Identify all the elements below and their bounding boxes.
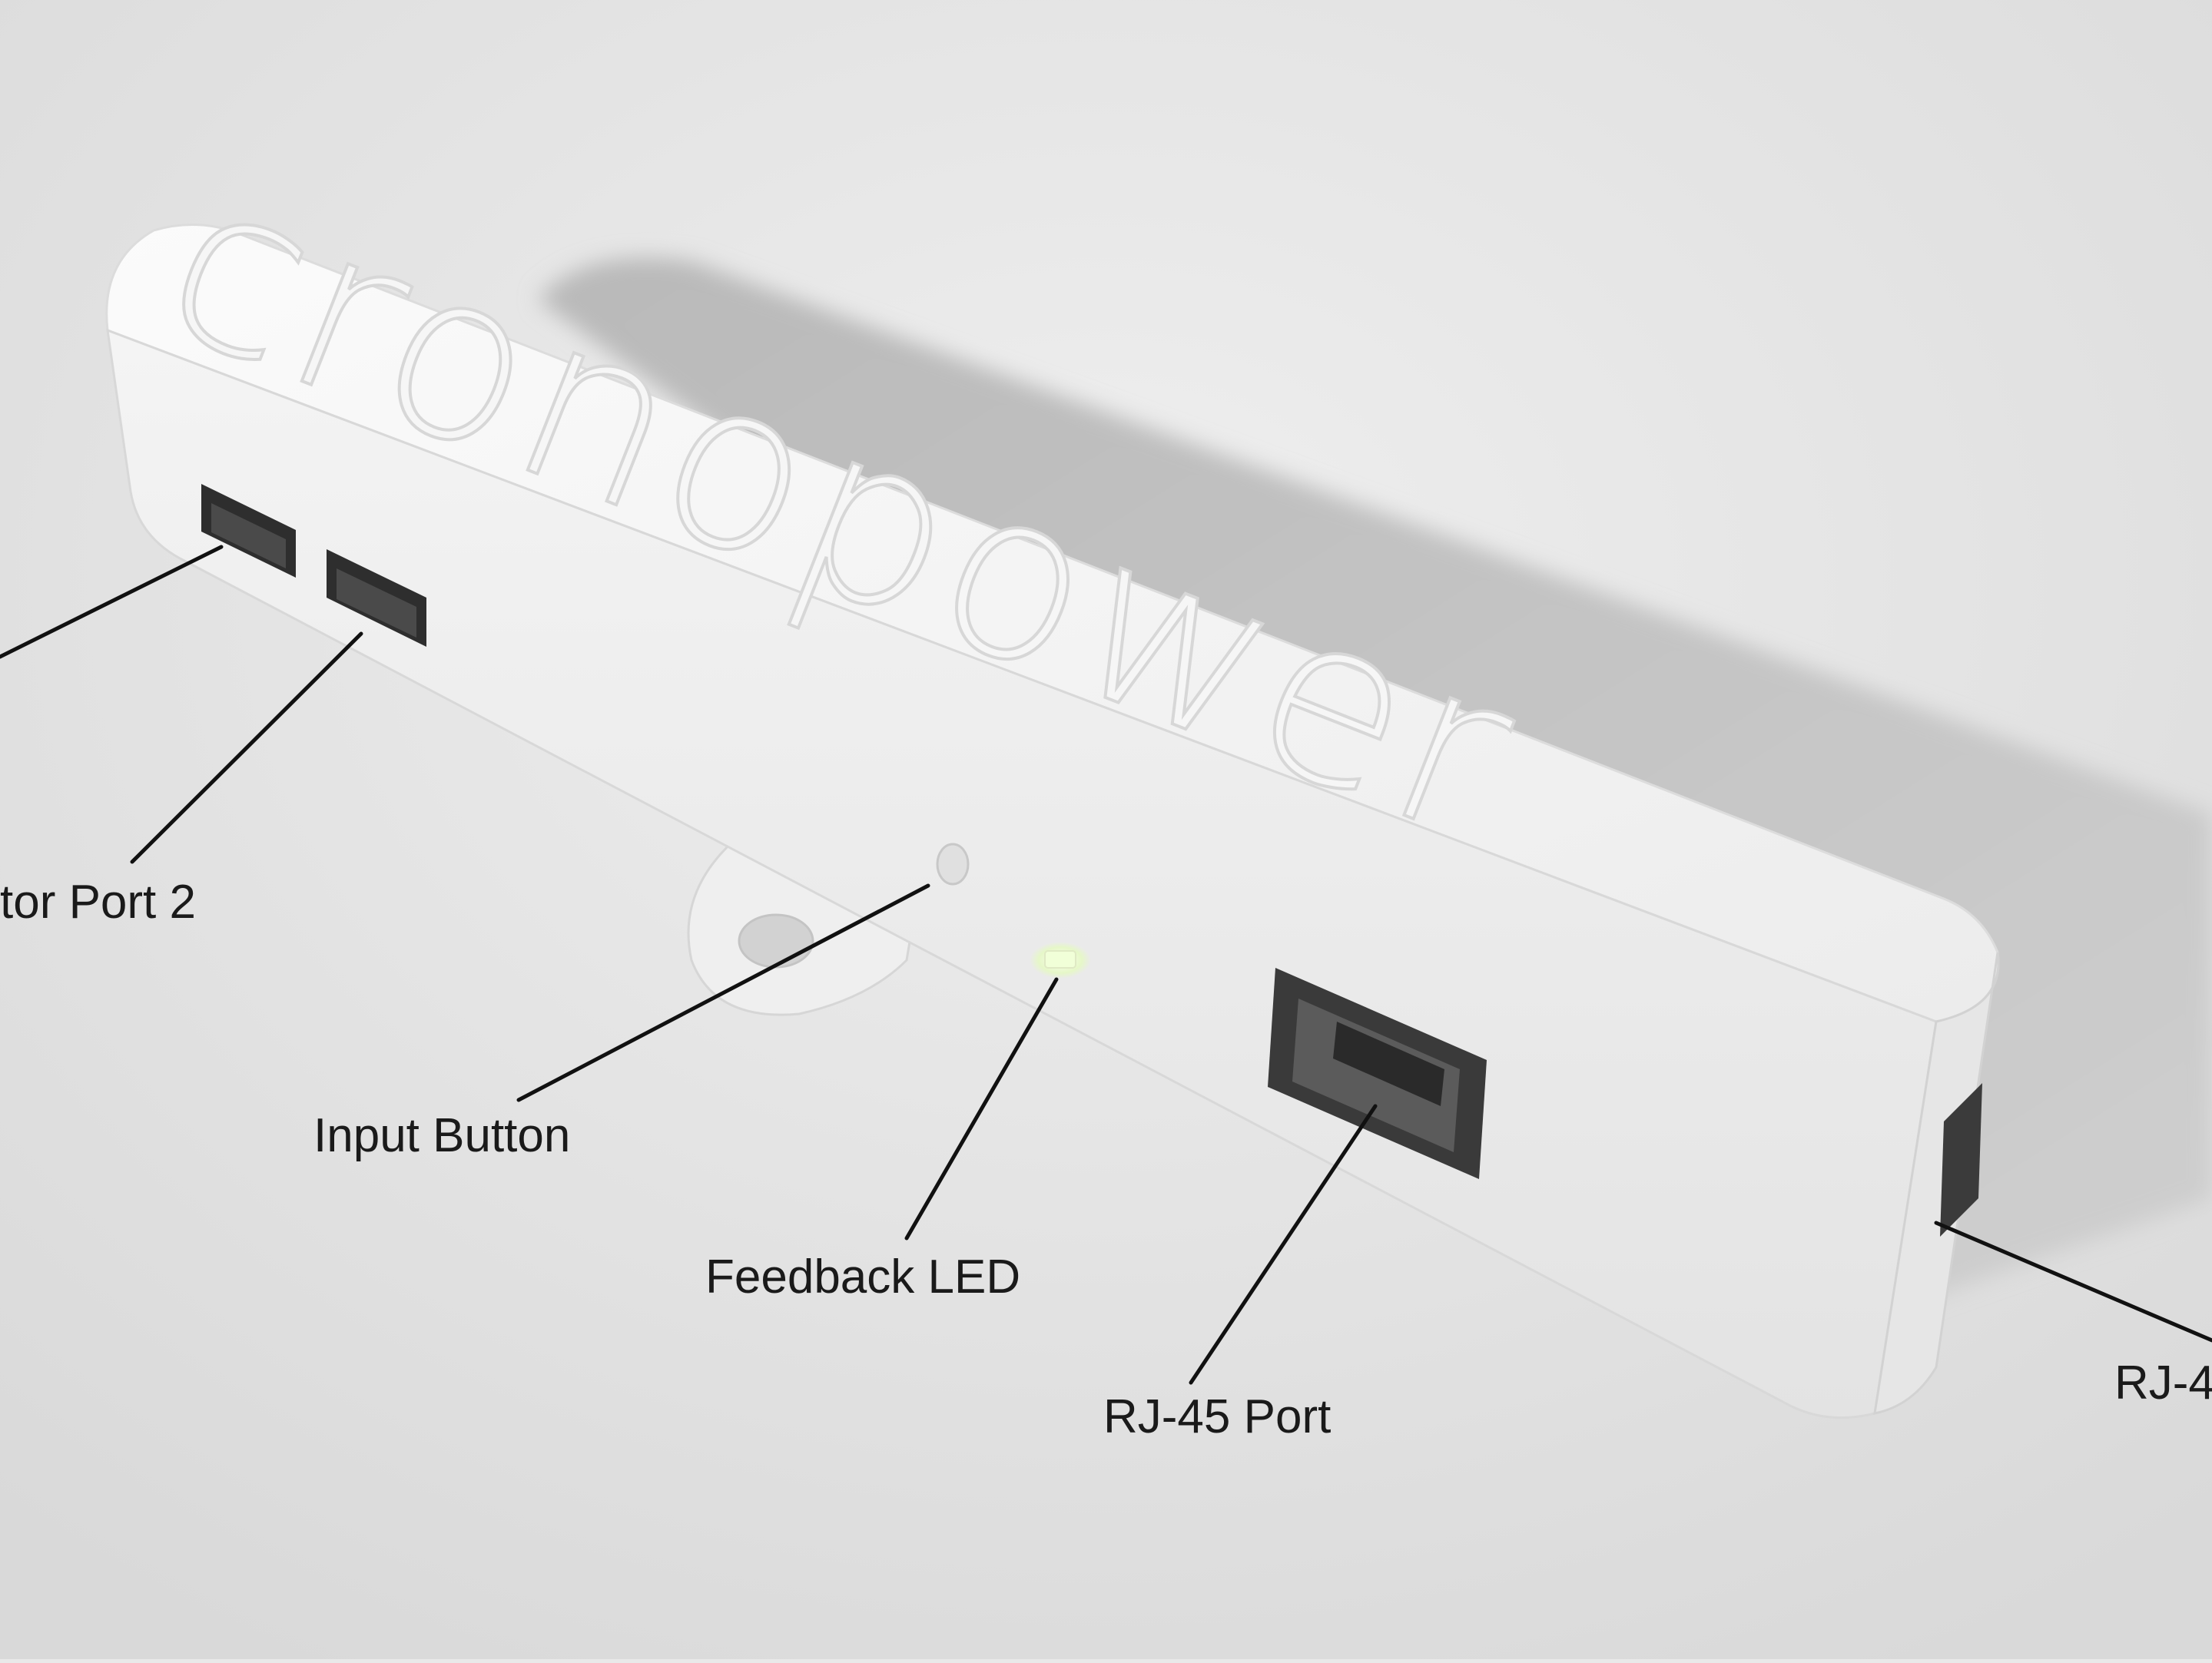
leader-line-connector-2 [130,631,363,864]
connector-port-1 [201,484,296,578]
mounting-hole [738,913,814,969]
leader-line-feedback-led [904,977,1059,1241]
callout-feedback-led: Feedback LED [705,1251,1021,1304]
connector-port-2 [327,549,426,647]
leader-line-rj45 [1189,1104,1378,1385]
leader-line-rj45-side [1934,1221,2212,1343]
rj45-port-side [1940,1083,1982,1237]
callout-connector-port-2: tor Port 2 [0,876,196,929]
feedback-led [1030,942,1091,979]
leader-line-connector-1 [0,545,224,659]
input-button-hole [936,843,970,886]
callout-input-button: Input Button [313,1109,571,1162]
callout-rj45-port: RJ-45 Port [1103,1390,1332,1443]
device-end-face [1873,952,2000,1415]
callout-rj45-port-side: RJ-4 [2114,1357,2212,1410]
rj45-port [1268,968,1487,1179]
leader-line-input-button [516,883,930,1102]
